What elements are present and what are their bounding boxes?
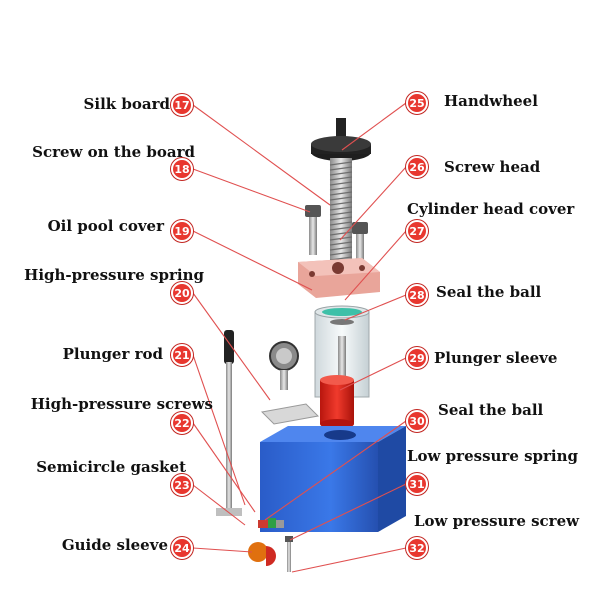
thread-line [329, 186, 353, 191]
callout-badge: 23 [171, 474, 193, 496]
leader-line [192, 354, 246, 506]
thread-line [329, 171, 353, 176]
callout-badge: 18 [171, 158, 193, 180]
leader-line [192, 104, 331, 206]
thread-line [329, 191, 353, 196]
leader-line [192, 422, 256, 513]
thread-line [329, 246, 353, 251]
callout-badge: 19 [171, 220, 193, 242]
callout-badge: 20 [171, 282, 193, 304]
handwheel [311, 118, 371, 161]
thread-line [329, 251, 353, 256]
thread-line [329, 231, 353, 236]
leader-line [192, 484, 246, 526]
oil-pool-cover [260, 403, 320, 425]
callout-badge: 27 [406, 220, 428, 242]
callout-badge: 28 [406, 284, 428, 306]
leader-lines [192, 102, 407, 573]
thread-line [329, 241, 353, 246]
callout-label: Plunger rod [62, 345, 163, 363]
thread-line [329, 211, 353, 216]
leader-line [289, 483, 407, 541]
callout-label: High-pressure screws [30, 395, 213, 413]
plunger-sleeve [320, 375, 354, 429]
callout-label: Screw head [444, 158, 541, 176]
callout-label: Low pressure screw [414, 512, 580, 530]
thread-line [329, 181, 353, 186]
callout-badge: 22 [171, 412, 193, 434]
leader-line [192, 547, 253, 553]
callout-badge: 29 [406, 347, 428, 369]
callout-label: Semicircle gasket [36, 458, 186, 476]
fittings [258, 518, 284, 528]
thread-line [329, 206, 353, 211]
guide-sleeve [248, 542, 276, 566]
callout-badge: 21 [171, 344, 193, 366]
callout-badge: 25 [406, 92, 428, 114]
leader-line [264, 420, 407, 521]
thread-line [329, 161, 353, 166]
callout-label: Cylinder head cover [407, 200, 575, 218]
thread-line [329, 176, 353, 181]
screw-head-block [298, 258, 380, 298]
callout-badge: 17 [171, 94, 193, 116]
thread-line [329, 216, 353, 221]
callout-label: High-pressure spring [24, 266, 204, 284]
thread-line [329, 166, 353, 171]
thread-line [329, 256, 353, 261]
leader-line [341, 102, 407, 151]
callout-label: Oil pool cover [47, 217, 164, 235]
board-screws [305, 205, 368, 270]
callout-label: Screw on the board [32, 143, 195, 161]
callout-badge: 30 [406, 410, 428, 432]
leader-line [192, 230, 313, 291]
thread-line [329, 226, 353, 231]
leader-line [192, 168, 311, 213]
callout-badge: 32 [406, 537, 428, 559]
leader-line [339, 357, 407, 391]
callout-label: Silk board [83, 95, 170, 113]
callout-badge: 24 [171, 537, 193, 559]
silk-board-rod [329, 158, 353, 278]
base-block [260, 426, 406, 532]
thread-line [329, 196, 353, 201]
callout-label: Handwheel [444, 92, 538, 110]
callout-badge: 26 [406, 156, 428, 178]
leader-line [344, 294, 407, 321]
callout-label: Seal the ball [438, 401, 544, 419]
thread-line [329, 221, 353, 226]
gauge-nut [269, 341, 299, 390]
callout-label: Low pressure spring [407, 447, 579, 465]
callout-label: Seal the ball [436, 283, 542, 301]
callout-label: Plunger sleeve [434, 349, 558, 367]
leader-line [291, 547, 407, 573]
low-pressure-screw [285, 536, 293, 572]
thread-line [329, 201, 353, 206]
callout-badge: 31 [406, 473, 428, 495]
leader-line [344, 230, 407, 301]
leader-line [339, 166, 407, 241]
callout-label: Guide sleeve [61, 536, 168, 554]
leader-line [192, 292, 271, 401]
